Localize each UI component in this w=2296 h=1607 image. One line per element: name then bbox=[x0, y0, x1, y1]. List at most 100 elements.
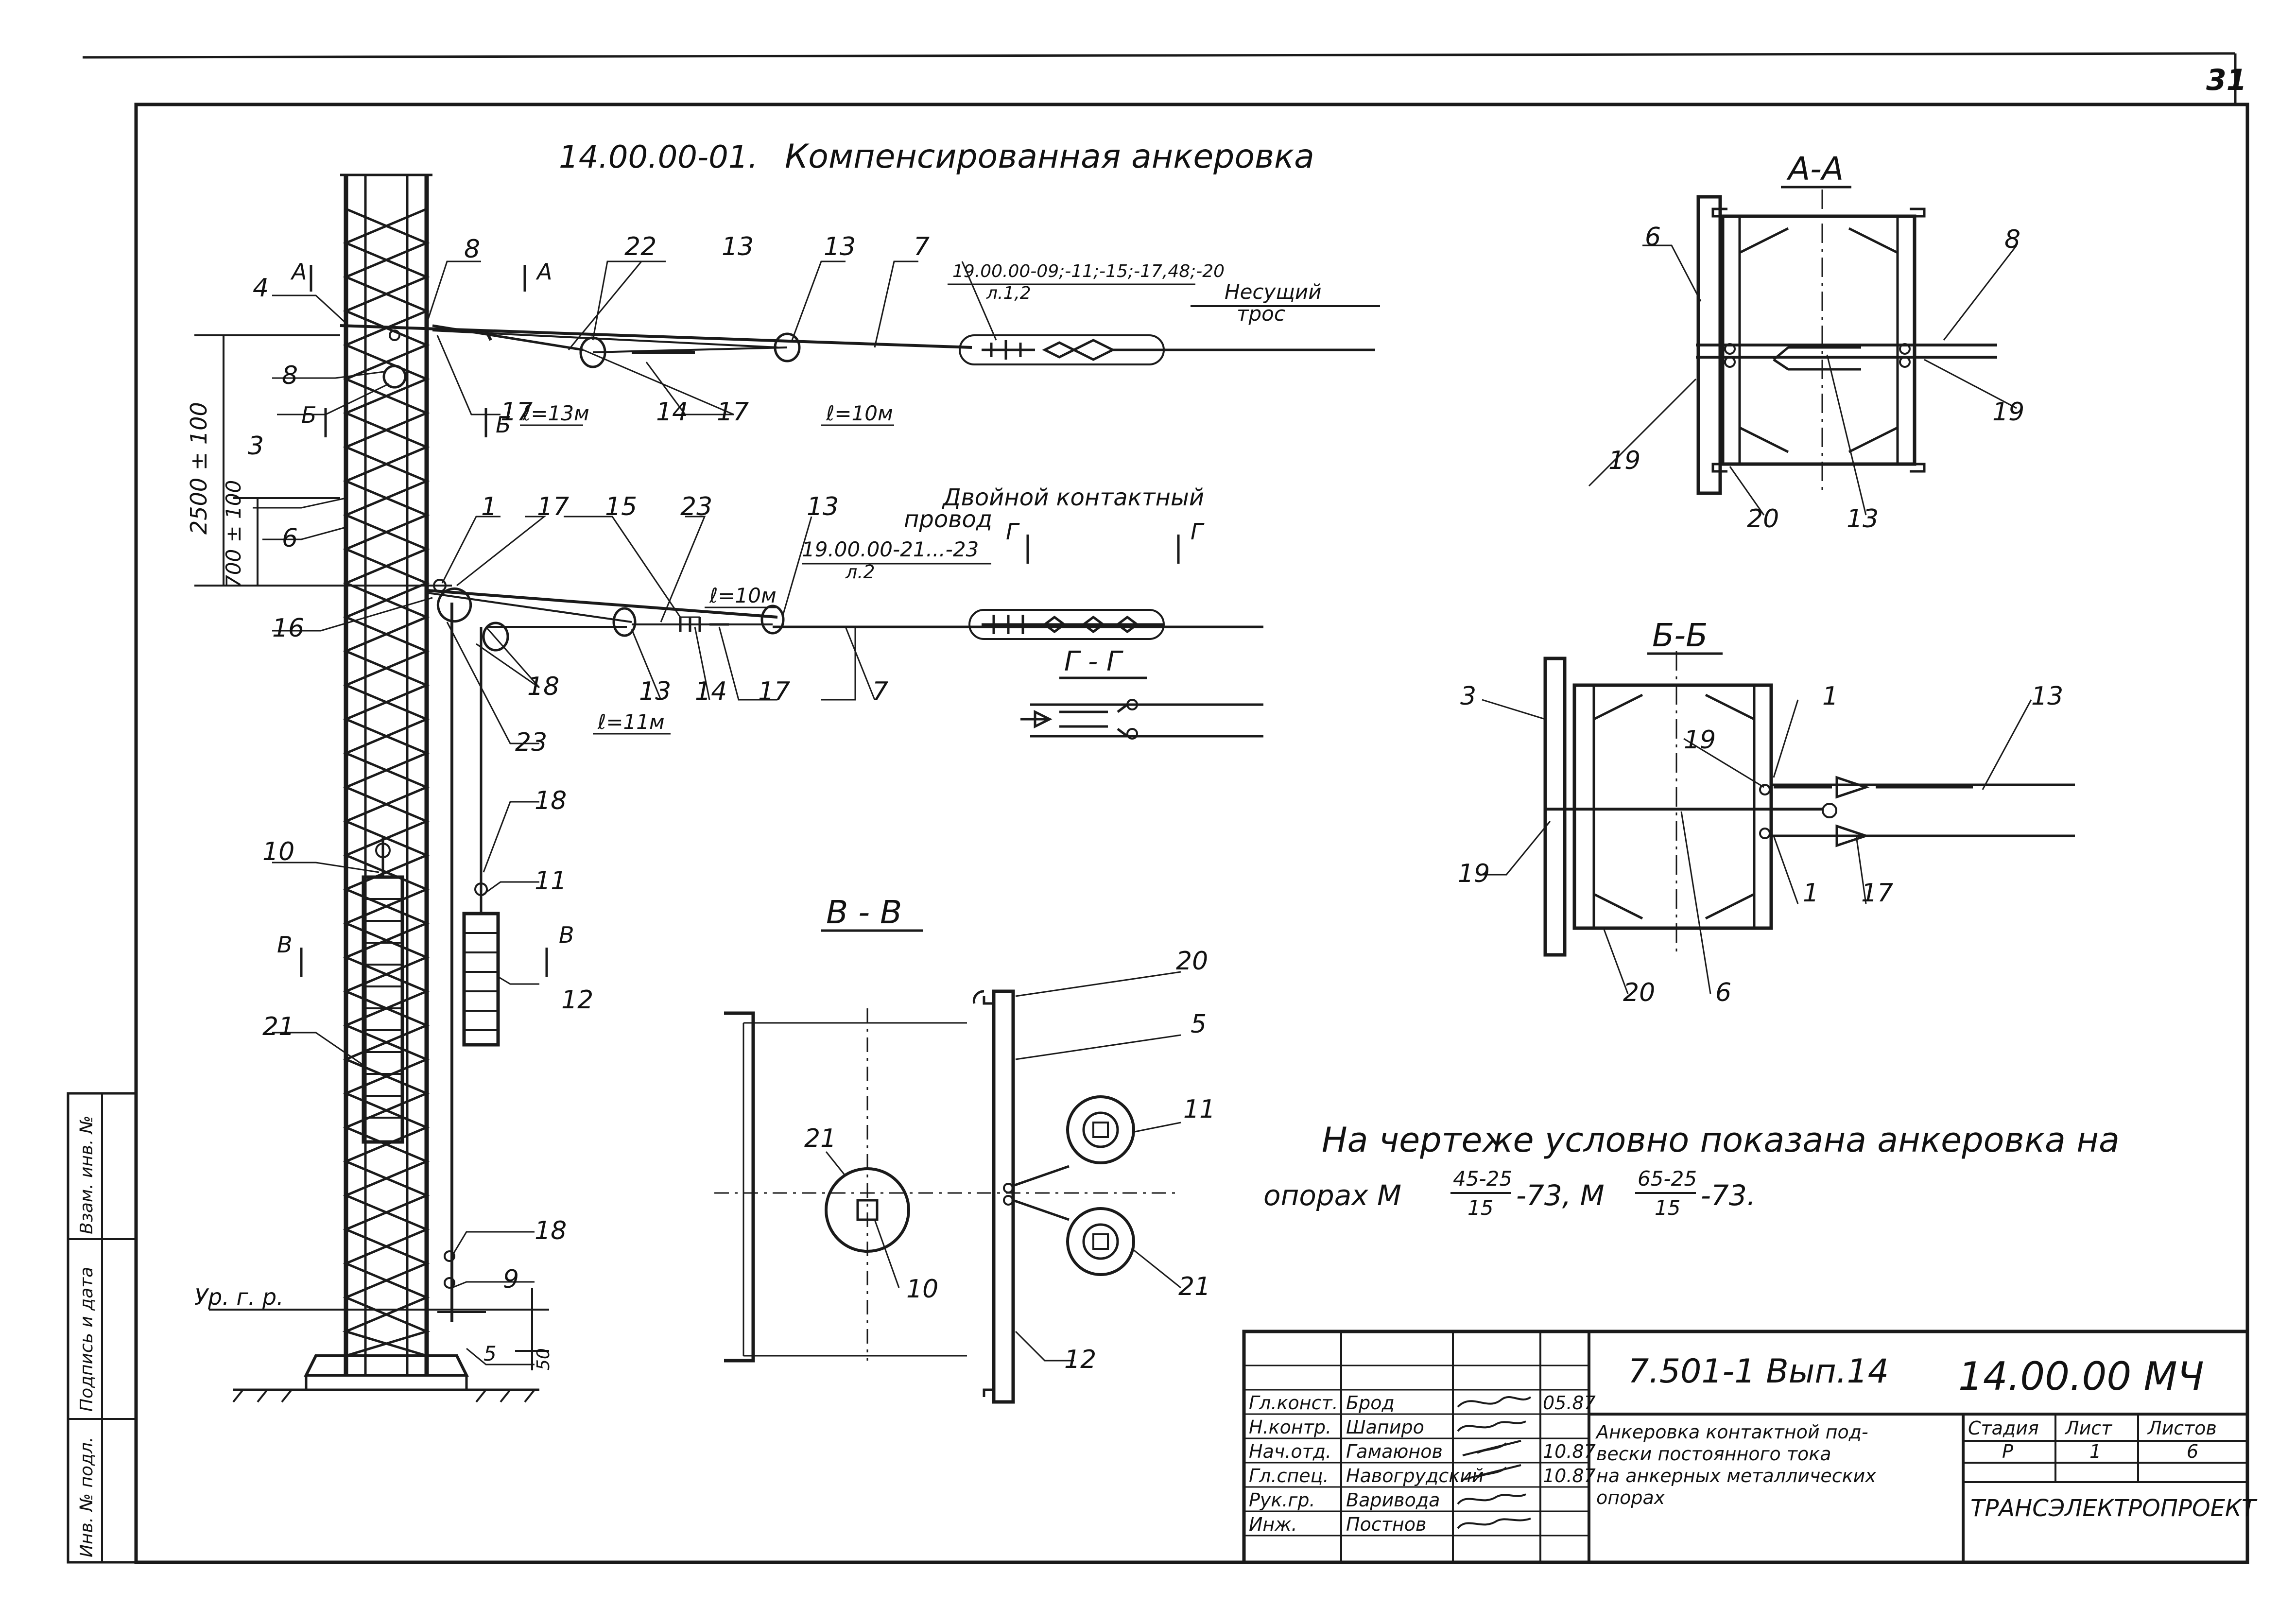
section-gg-detail bbox=[1020, 699, 1263, 740]
callout: 1 bbox=[481, 492, 497, 521]
callout: 15 bbox=[605, 492, 637, 521]
callout: 13 bbox=[2031, 682, 2063, 711]
callout: 17 bbox=[717, 397, 749, 427]
upper-ref-sheet: л.1,2 bbox=[986, 283, 1031, 303]
contact-wire-label-1: Двойной контактный bbox=[942, 484, 1204, 511]
length-10m-upper: ℓ=10м bbox=[826, 401, 893, 425]
callout: 17 bbox=[1861, 879, 1893, 908]
drawing-number: 14.00.00 МЧ bbox=[1958, 1354, 2204, 1399]
callout: 19 bbox=[1458, 859, 1490, 888]
main-title-text: Компенсированная анкеровка bbox=[785, 138, 1314, 176]
callout: 23 bbox=[680, 492, 712, 521]
cut-mark-a-right: А bbox=[535, 259, 552, 285]
callout: 10 bbox=[906, 1275, 938, 1304]
name-4: Навогрудский bbox=[1346, 1465, 1484, 1486]
callout: 19 bbox=[1608, 446, 1640, 475]
note-mid: -73, М bbox=[1516, 1179, 1605, 1212]
note-frac1-den: 15 bbox=[1467, 1196, 1493, 1220]
main-title-code: 14.00.00-01. bbox=[559, 139, 758, 175]
note-line-2-pre: опорах М bbox=[1263, 1179, 1401, 1212]
note-line-1: На чертеже условно показана анкеровка на bbox=[1322, 1120, 2120, 1160]
callout: 7 bbox=[872, 677, 888, 706]
callout: 12 bbox=[561, 985, 593, 1015]
name-6: Постнов bbox=[1346, 1514, 1426, 1535]
dimension-2500: 2500 ± 100 bbox=[186, 402, 212, 535]
drawing-note: На чертеже условно показана анкеровка на… bbox=[1263, 1120, 2120, 1220]
main-title: 14.00.00-01. Компенсированная анкеровка bbox=[559, 138, 1314, 176]
length-10m-lower: ℓ=10м bbox=[709, 584, 777, 607]
callout: 21 bbox=[1178, 1272, 1210, 1301]
callout: 8 bbox=[2004, 225, 2020, 254]
frame-border bbox=[134, 103, 2249, 1564]
title-line-3: на анкерных металлических bbox=[1596, 1465, 1876, 1486]
section-vv-drawing bbox=[714, 989, 1176, 1404]
mast-counterweight bbox=[362, 836, 404, 1144]
role-1: Гл.конст. bbox=[1249, 1392, 1338, 1414]
callout: 10 bbox=[262, 837, 294, 866]
side-stamp-field-1: Инв. № подл. bbox=[77, 1437, 97, 1557]
callout: 13 bbox=[1847, 504, 1879, 534]
lower-ref-sheet: л.2 bbox=[845, 561, 875, 583]
stage-label: Стадия bbox=[1968, 1417, 2039, 1439]
role-6: Инж. bbox=[1249, 1514, 1297, 1535]
doc-code: 7.501-1 Вып.14 bbox=[1628, 1352, 1889, 1391]
callout: 6 bbox=[1715, 978, 1731, 1007]
page-number: 31 bbox=[2206, 63, 2247, 97]
section-aa-title: А-А bbox=[1786, 150, 1844, 188]
dimension-lines bbox=[194, 334, 549, 1370]
side-stamp-field-2: Подпись и дата bbox=[77, 1267, 97, 1412]
top-edge-line bbox=[82, 52, 2236, 59]
length-11m: ℓ=11м bbox=[597, 710, 665, 734]
hanging-counterweight bbox=[437, 603, 500, 1322]
role-3: Нач.отд. bbox=[1249, 1441, 1331, 1462]
callout: 4 bbox=[253, 274, 269, 303]
callout: 1 bbox=[1803, 879, 1819, 908]
carrier-wire-label-1: Несущий bbox=[1225, 280, 1322, 304]
carrier-anchor bbox=[340, 324, 1375, 389]
date-3: 10.87 bbox=[1543, 1441, 1596, 1462]
name-1: Брод bbox=[1346, 1392, 1395, 1414]
contact-wire-anchor bbox=[427, 579, 1263, 652]
callout: 9 bbox=[503, 1265, 519, 1294]
note-frac2-num: 65-25 bbox=[1638, 1167, 1697, 1191]
name-5: Варивода bbox=[1346, 1489, 1440, 1511]
callout: 22 bbox=[624, 232, 656, 261]
title-block bbox=[1242, 1330, 2249, 1564]
callout: 20 bbox=[1747, 504, 1779, 534]
callout: 23 bbox=[515, 728, 547, 757]
callout: 11 bbox=[1183, 1095, 1215, 1124]
callout: 1 bbox=[1822, 682, 1838, 711]
callout: 19 bbox=[1992, 397, 2024, 427]
cut-mark-a-left: А bbox=[290, 259, 307, 285]
cut-mark-b-right: Б bbox=[496, 412, 511, 438]
callout: 19 bbox=[1684, 726, 1716, 755]
section-aa-drawing bbox=[1696, 190, 1997, 495]
callout: 20 bbox=[1176, 947, 1208, 976]
dimension-50: 50 bbox=[534, 1348, 553, 1370]
callout-numbers: 4 8 3 6 8 17 22 13 13 7 14 17 1 17 15 23… bbox=[248, 223, 2063, 1374]
length-13m: ℓ=13м bbox=[522, 401, 589, 425]
section-bb-title: Б-Б bbox=[1652, 617, 1708, 654]
sheets-label: Листов bbox=[2147, 1417, 2217, 1439]
callout: 14 bbox=[656, 397, 688, 427]
name-2: Шапиро bbox=[1346, 1417, 1424, 1438]
side-stamp: Инв. № подл. Подпись и дата Взам. инв. № bbox=[67, 1092, 138, 1564]
note-frac2-den: 15 bbox=[1655, 1196, 1680, 1220]
callout: 17 bbox=[758, 677, 790, 706]
sheet-value: 1 bbox=[2089, 1441, 2101, 1462]
lower-ref: 19.00.00-21...-23 bbox=[802, 537, 979, 561]
title-line-4: опорах bbox=[1596, 1487, 1665, 1508]
role-5: Рук.гр. bbox=[1249, 1489, 1315, 1511]
callout: 6 bbox=[282, 524, 298, 553]
date-1: 05.87 bbox=[1543, 1392, 1596, 1414]
signatures bbox=[1457, 1396, 1532, 1529]
callout: 6 bbox=[1645, 223, 1661, 252]
note-frac1-num: 45-25 bbox=[1453, 1167, 1512, 1191]
callout: 18 bbox=[535, 1216, 567, 1245]
cut-mark-g-left: Г bbox=[1006, 518, 1020, 545]
cut-mark-g-right: Г bbox=[1191, 518, 1205, 545]
sheets-value: 6 bbox=[2187, 1441, 2198, 1462]
title-line-1: Анкеровка контактной под- bbox=[1595, 1421, 1868, 1443]
dimension-5: 5 bbox=[483, 1342, 497, 1365]
